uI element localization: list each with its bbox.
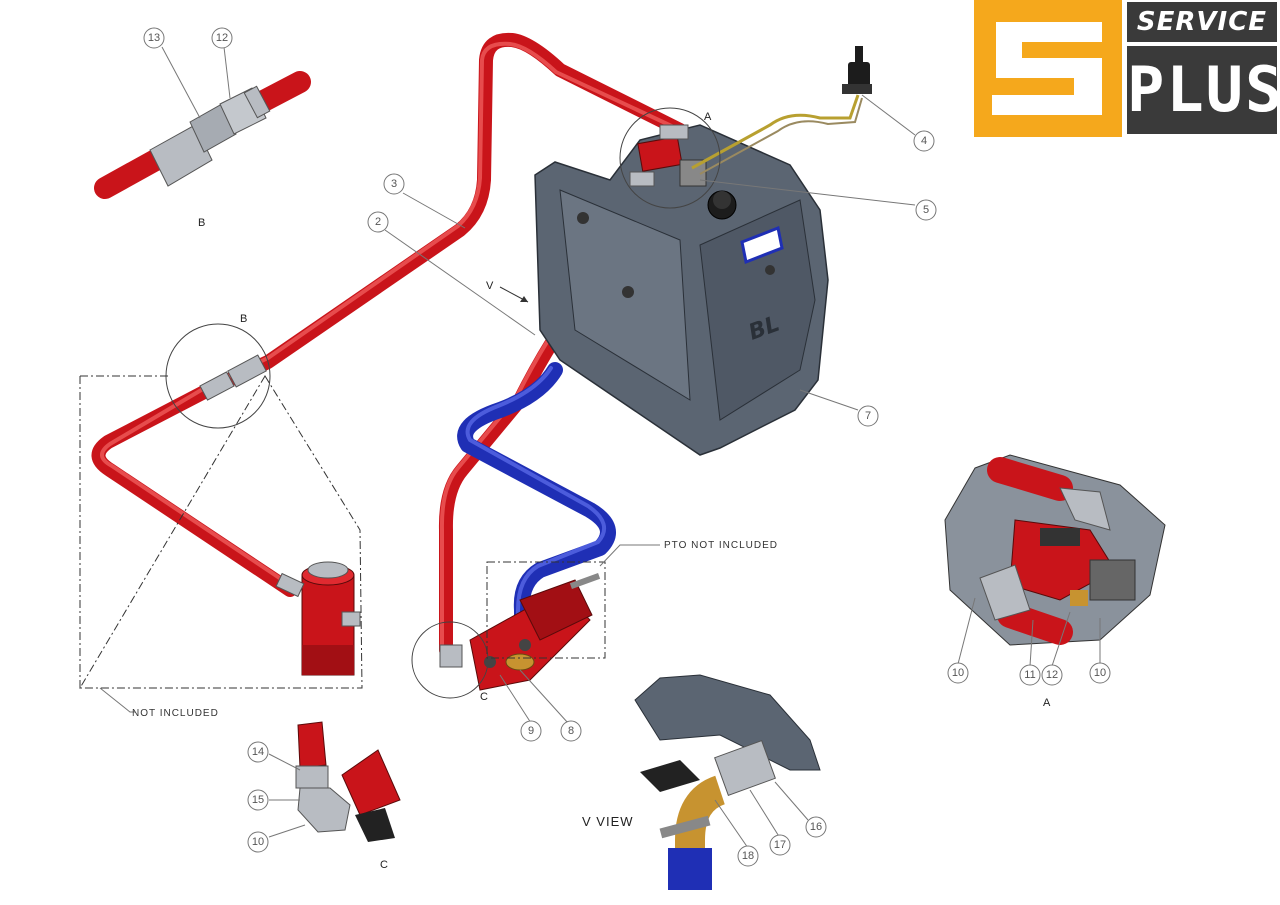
tipping-cylinder-icon xyxy=(275,561,361,676)
callout-10-detail-a-right: 10 xyxy=(1089,662,1111,684)
detail-b-coupling xyxy=(94,71,311,199)
logo-brand-top: SERVICE xyxy=(1127,2,1277,42)
detail-a-view-label: A xyxy=(1043,697,1051,709)
pto-note: PTO NOT INCLUDED xyxy=(664,540,778,551)
detail-c-view-label: C xyxy=(380,859,388,871)
logo-yellow-block xyxy=(974,0,1122,137)
coupling-13-icon xyxy=(149,103,237,187)
callout-5: 5 xyxy=(915,199,937,221)
callout-9: 9 xyxy=(520,720,542,742)
return-hose xyxy=(457,362,616,658)
pressure-hose-main xyxy=(91,32,687,597)
pto-boundary xyxy=(486,561,606,659)
v-view-suction-fitting xyxy=(634,674,821,890)
svg-text:10: 10 xyxy=(252,836,264,848)
not-included-note: NOT INCLUDED xyxy=(132,708,219,719)
svg-text:17: 17 xyxy=(774,839,786,851)
detail-b-top-label: B xyxy=(198,217,205,229)
svg-text:11: 11 xyxy=(1024,669,1035,681)
callout-15: 15 xyxy=(247,789,269,811)
svg-text:9: 9 xyxy=(528,725,534,737)
callout-10-detail-c: 10 xyxy=(247,831,269,853)
svg-text:12: 12 xyxy=(216,32,228,44)
callout-10-detail-a-left: 10 xyxy=(947,662,969,684)
svg-text:5: 5 xyxy=(923,204,929,216)
control-cable xyxy=(691,94,860,170)
svg-text:18: 18 xyxy=(742,850,754,862)
callout-2: 2 xyxy=(367,211,389,233)
svg-text:2: 2 xyxy=(375,216,381,228)
logo-s-mark xyxy=(992,22,1102,115)
callout-14: 14 xyxy=(247,741,269,763)
callout-7: 7 xyxy=(857,405,879,427)
callout-16: 16 xyxy=(805,816,827,838)
detail-circle-a xyxy=(619,107,721,209)
detail-c-pump-fitting xyxy=(295,721,401,842)
v-arrow-label: V xyxy=(486,280,494,292)
callout-13: 13 xyxy=(143,27,165,49)
svg-text:7: 7 xyxy=(865,410,871,422)
svg-text:12: 12 xyxy=(1046,669,1058,681)
leader-lines xyxy=(161,46,1101,849)
callout-17: 17 xyxy=(769,834,791,856)
svg-text:14: 14 xyxy=(252,746,264,758)
control-valve-icon xyxy=(629,124,707,187)
svg-text:15: 15 xyxy=(252,794,264,806)
callout-4: 4 xyxy=(913,130,935,152)
svg-text:10: 10 xyxy=(952,667,964,679)
logo-dark-block: SERVICE PLUS xyxy=(1125,0,1280,137)
callout-8: 8 xyxy=(560,720,582,742)
detail-a-circle-label: A xyxy=(704,111,712,123)
logo-brand-bottom: PLUS xyxy=(1127,46,1280,134)
main-line-coupling-b xyxy=(199,354,267,401)
callout-18: 18 xyxy=(737,845,759,867)
detail-c-circle-label: C xyxy=(480,691,488,703)
callout-12-detail-a: 12 xyxy=(1041,664,1063,686)
v-view-label: V VIEW xyxy=(582,814,634,829)
detail-circle-c xyxy=(411,621,489,699)
detail-b-circle-label: B xyxy=(240,313,247,325)
svg-text:13: 13 xyxy=(148,32,160,44)
svg-text:16: 16 xyxy=(810,821,822,833)
coupling-12-icon xyxy=(219,85,271,135)
svg-text:10: 10 xyxy=(1094,667,1106,679)
hydraulic-tank-icon: BL xyxy=(534,124,829,456)
svg-text:8: 8 xyxy=(568,725,574,737)
callout-3: 3 xyxy=(383,173,405,195)
gear-pump-icon xyxy=(439,573,601,691)
detail-a-valve-closeup xyxy=(944,454,1166,646)
callout-12-detail-b: 12 xyxy=(211,27,233,49)
svg-text:4: 4 xyxy=(921,135,927,147)
not-included-boundary xyxy=(79,375,363,689)
callout-11: 11 xyxy=(1019,664,1041,686)
control-lever-icon xyxy=(842,46,872,94)
service-plus-logo: SERVICE PLUS xyxy=(974,0,1280,137)
svg-text:3: 3 xyxy=(391,178,397,190)
